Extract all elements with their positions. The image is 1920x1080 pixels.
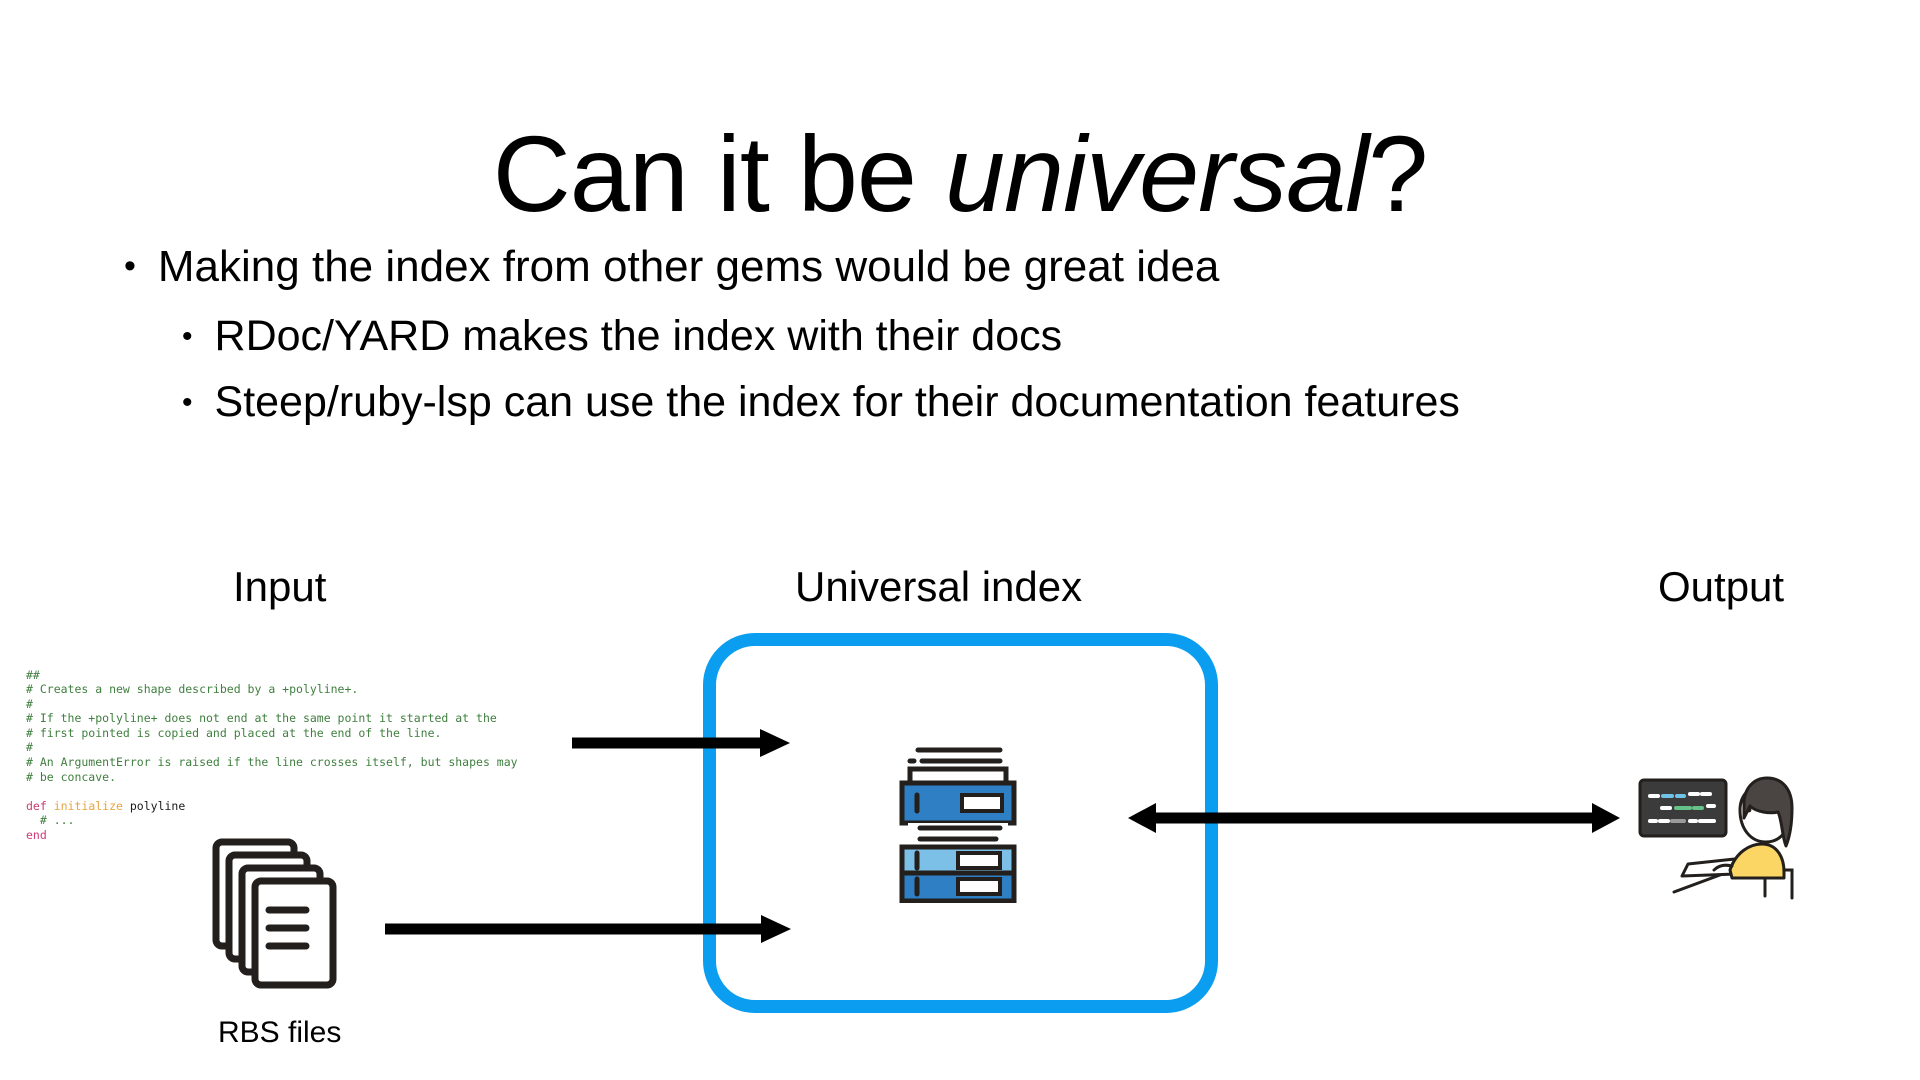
diagram-caption-input: Input <box>233 563 327 610</box>
arrow-index-to-consumer <box>1128 800 1620 836</box>
bullet-list: • Making the index from other gems would… <box>124 240 1844 443</box>
code-token: # <box>26 740 33 755</box>
ruby-code-sample: ## # Creates a new shape described by a … <box>26 668 518 843</box>
arrow-code-to-index <box>572 726 792 760</box>
bullet-marker-icon: • <box>182 319 193 353</box>
person-at-computer-icon <box>1632 766 1820 900</box>
bullet-item: • Steep/ruby-lsp can use the index for t… <box>182 376 1844 428</box>
code-token: def <box>26 798 54 813</box>
server-stack-icon <box>888 743 1028 903</box>
code-token: # first pointed is copied and placed at … <box>26 725 442 740</box>
code-token: # An ArgumentError is raised if the line… <box>26 755 518 770</box>
diagram-caption-output: Output <box>1658 563 1785 610</box>
page-title: Can it be universal? <box>0 113 1920 235</box>
bullet-text: RDoc/YARD makes the index with their doc… <box>214 311 1063 360</box>
code-token: # be concave. <box>26 769 117 784</box>
page-title-before: Can it be <box>492 113 945 235</box>
rbs-files-label: RBS files <box>218 1016 342 1049</box>
code-token: initialize <box>53 798 130 813</box>
code-token: polyline <box>129 798 186 813</box>
diagram-caption-index: Universal index <box>795 563 1083 610</box>
code-token: # If the +polyline+ does not end at the … <box>26 711 497 726</box>
code-token: # Creates a new shape described by a +po… <box>26 682 359 697</box>
bullet-marker-icon: • <box>124 247 136 285</box>
page-title-emphasis: universal <box>944 113 1369 235</box>
bullet-text: Steep/ruby-lsp can use the index for the… <box>214 378 1460 427</box>
bullet-marker-icon: • <box>182 386 193 420</box>
bullet-item: • RDoc/YARD makes the index with their d… <box>182 310 1844 362</box>
code-token: end <box>26 828 47 843</box>
code-token: # ... <box>26 813 75 828</box>
documents-stack-icon <box>212 838 344 994</box>
page-title-after: ? <box>1368 113 1428 235</box>
bullet-text: Making the index from other gems would b… <box>157 242 1220 291</box>
code-token: ## <box>26 667 40 682</box>
code-token: # <box>26 696 33 711</box>
bullet-item: • Making the index from other gems would… <box>124 240 1844 294</box>
arrow-files-to-index <box>385 912 793 946</box>
